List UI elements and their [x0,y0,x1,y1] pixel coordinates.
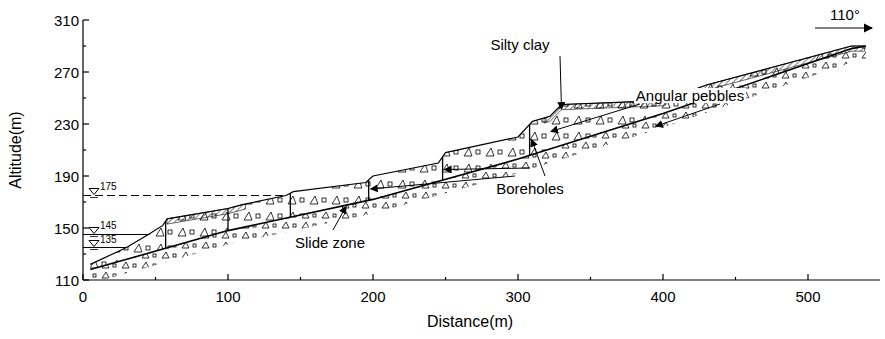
slide-mass [90,46,866,270]
water-symbol [90,236,98,237]
y-tick-label: 230 [54,117,79,132]
y-tick-label: 270 [54,65,79,80]
leader-arrow [551,104,640,131]
y-tick [83,19,89,20]
x-tick [445,277,446,280]
x-tick-label: 100 [215,289,240,304]
direction-label: 110° [830,7,860,22]
y-tick [83,279,89,280]
x-tick-label: 400 [650,289,675,304]
water-level [83,247,127,248]
borehole [442,157,443,180]
borehole [290,193,291,217]
axis-title: Altitude(m) [8,111,24,188]
y-tick [83,149,86,150]
slide-zone-line [90,46,866,270]
leader-arrow [656,104,720,126]
borehole [227,209,228,231]
annotation: Slide zone [293,235,367,250]
x-tick [662,274,663,280]
x-tick [735,277,736,280]
borehole [165,221,166,248]
leader-arrow [560,56,562,109]
y-tick [83,227,89,228]
x-axis [83,279,880,280]
annotation: Angular pebbles [634,88,746,103]
x-tick-label: 0 [79,289,87,304]
x-tick-label: 500 [795,289,820,304]
water-level-label: 145 [100,221,117,231]
direction-arrow [815,27,872,28]
y-tick [83,201,86,202]
x-tick [300,277,301,280]
x-tick-label: 200 [360,289,385,304]
y-tick-label: 110 [55,273,79,288]
x-tick [372,274,373,280]
leader-arrow [445,168,530,170]
y-tick [83,253,86,254]
water-level-label: 135 [100,235,117,245]
water-symbol [90,249,98,250]
y-tick [83,175,89,176]
x-tick [590,277,591,280]
x-tick [227,274,228,280]
water-symbol [89,228,99,234]
y-tick [83,45,86,46]
water-level-label: 175 [100,182,117,192]
borehole [368,180,369,200]
y-tick [83,71,89,72]
bedrock-pebbles [90,46,866,284]
water-level [83,195,286,196]
water-symbol [89,241,99,247]
y-tick-label: 150 [54,221,79,236]
borehole [529,125,530,156]
leader-arrow [532,140,545,176]
water-symbol [89,189,99,195]
leader-arrow [333,207,346,230]
x-tick [82,274,83,280]
water-symbol [90,197,98,198]
ground-surface [90,46,866,264]
y-tick-label: 190 [54,169,79,184]
x-tick [155,277,156,280]
axis-title: Distance(m) [427,314,513,330]
x-tick [517,274,518,280]
annotation: Silty clay [488,37,551,52]
y-tick-label: 310 [54,13,79,28]
y-tick [83,97,86,98]
x-tick [807,274,808,280]
x-tick-label: 300 [505,289,530,304]
annotation: Boreholes [494,181,566,196]
y-tick [83,123,89,124]
